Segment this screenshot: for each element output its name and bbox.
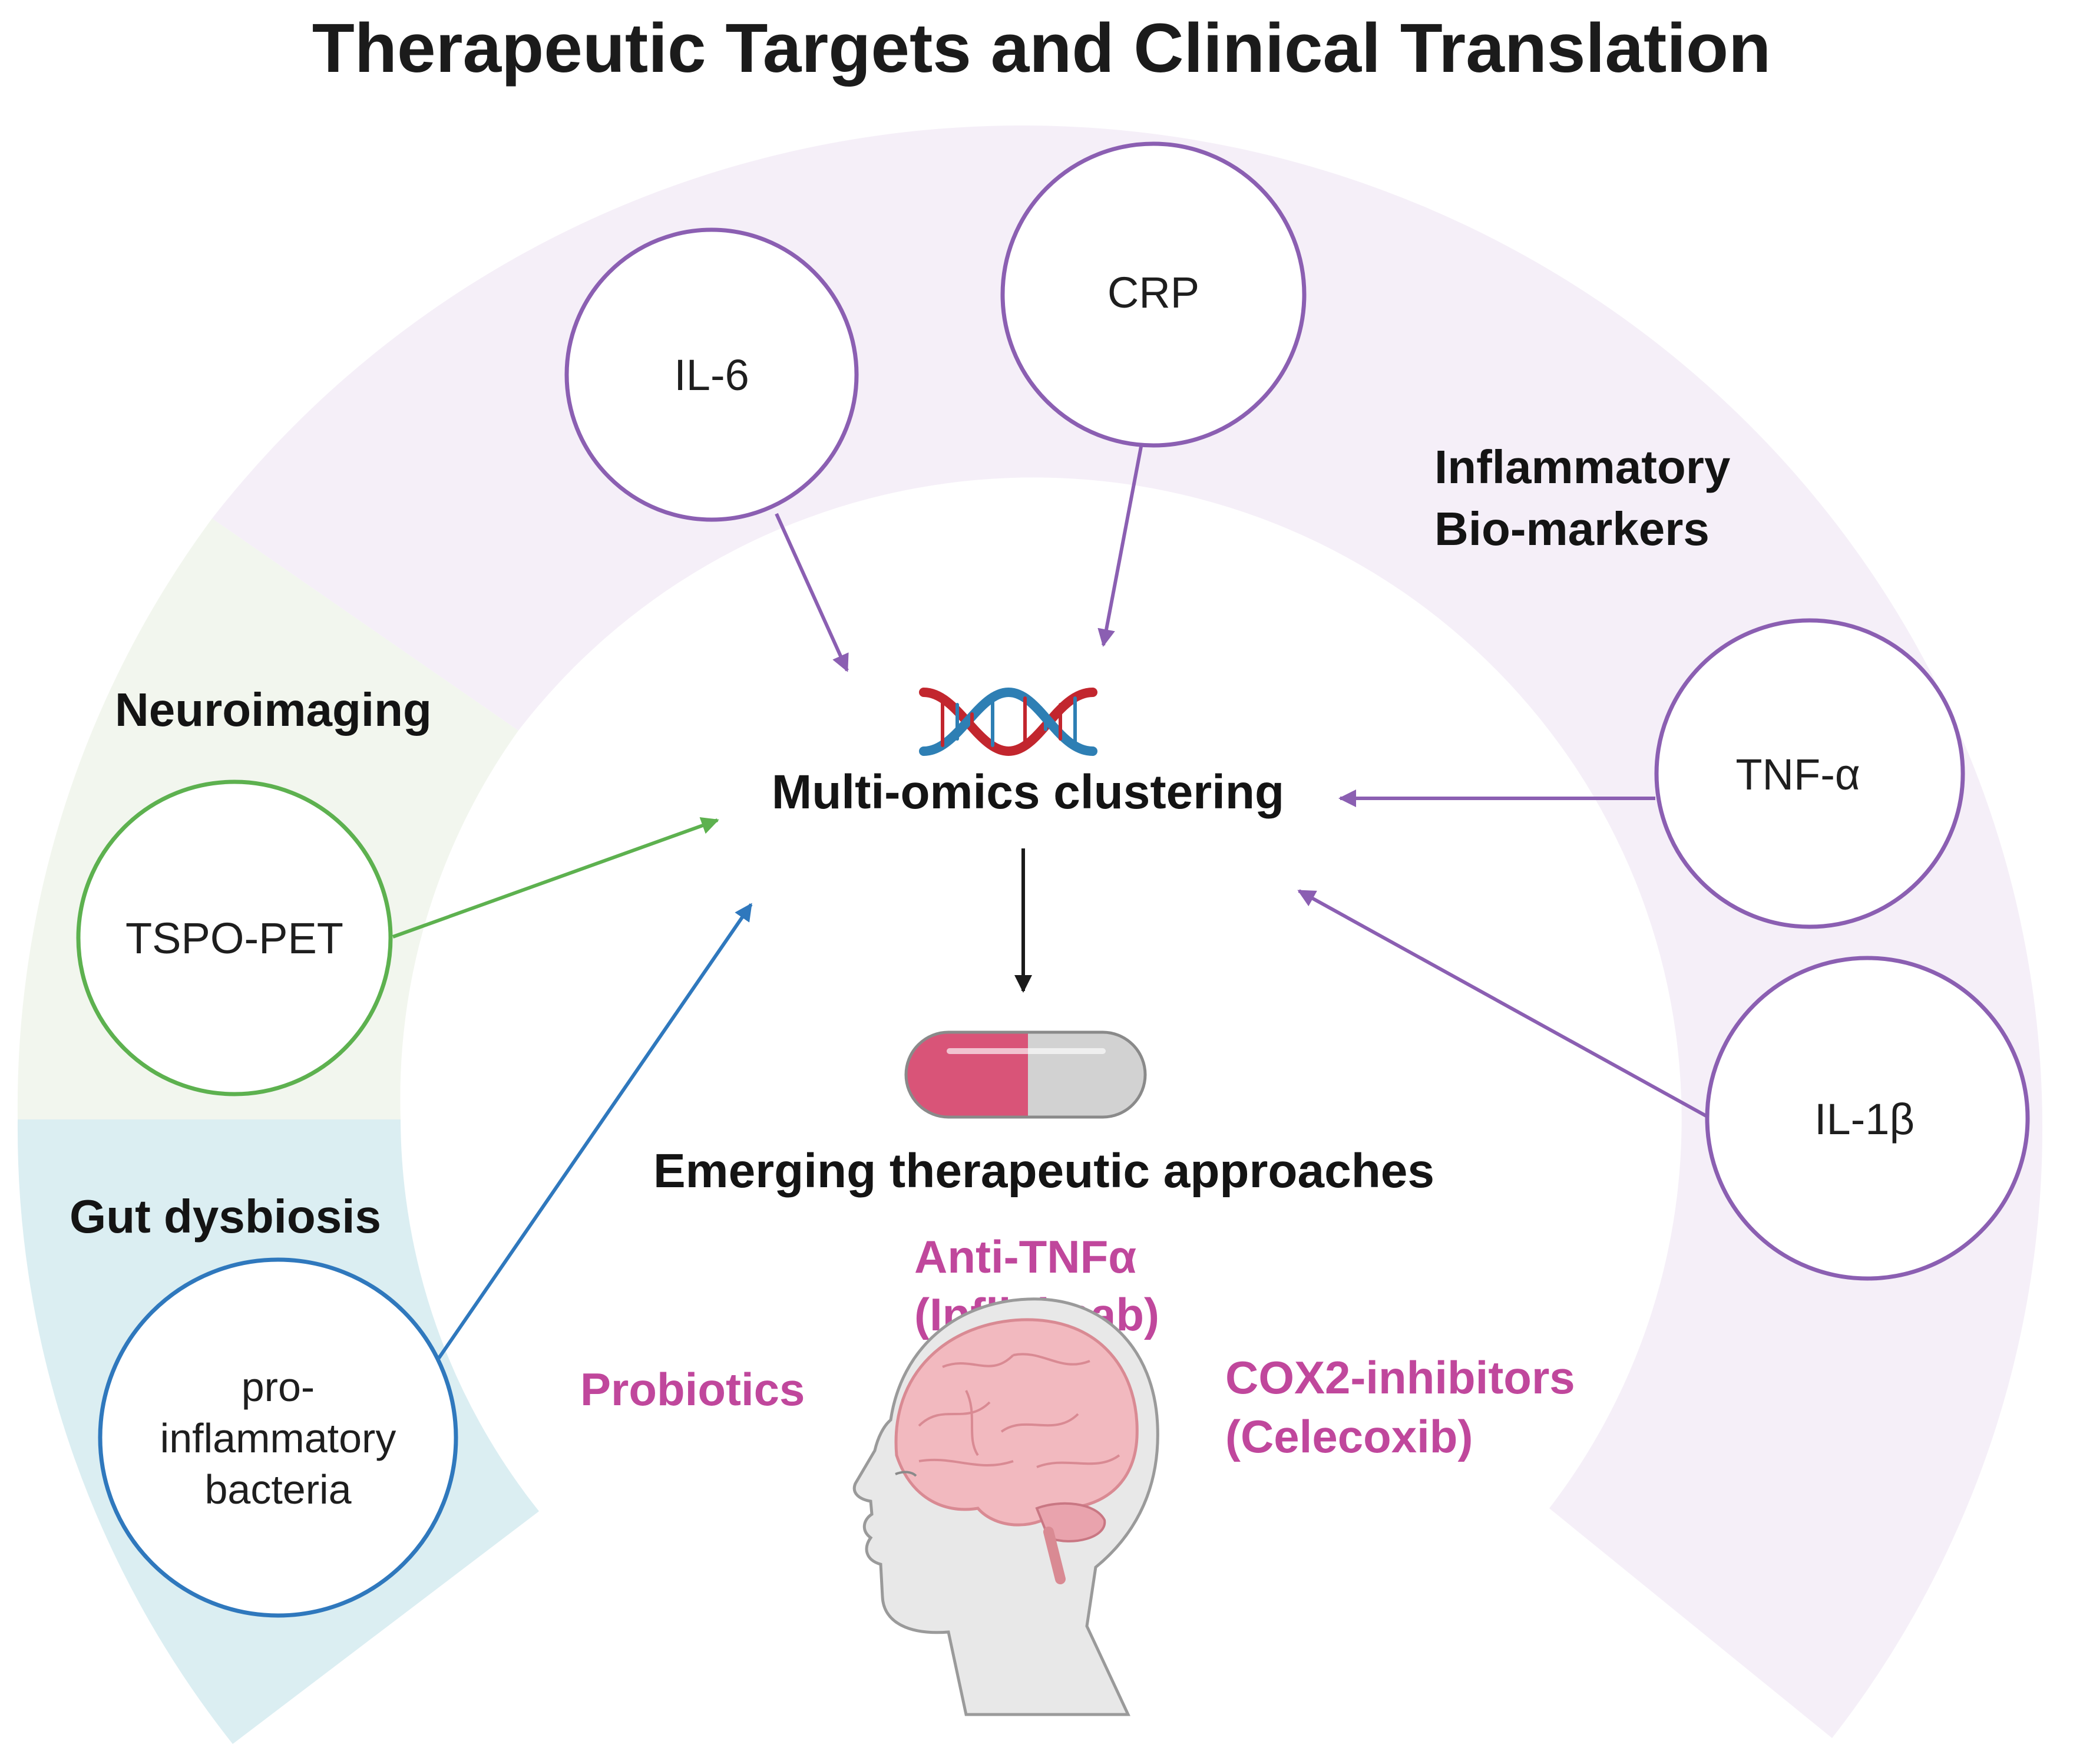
capsule-pill-icon	[904, 1030, 1147, 1119]
page-title: Therapeutic Targets and Clinical Transla…	[312, 9, 1771, 87]
il6-arrow	[775, 513, 849, 672]
emerging-approaches-label: Emerging therapeutic approaches	[653, 1144, 1434, 1198]
inflammatory-ring-sector	[212, 125, 2043, 1738]
probiotics-label: Probiotics	[580, 1363, 805, 1415]
bacteria-arrow	[437, 903, 753, 1359]
multiomics-label: Multi-omics clustering	[772, 765, 1284, 819]
il1b-node: IL-1β	[1705, 956, 2030, 1281]
inflammatory-label-line2: Bio-markers	[1434, 503, 1710, 555]
crp-arrow	[1097, 446, 1143, 647]
bacteria-label-line3: bacteria	[204, 1466, 351, 1512]
il1b-arrow	[1297, 889, 1708, 1118]
tspo-arrow	[392, 817, 719, 939]
bacteria-label-line2: inflammatory	[160, 1415, 396, 1461]
anti-tnf-label-line1: Anti-TNFα	[914, 1231, 1136, 1283]
inflammatory-label-line1: Inflammatory	[1434, 441, 1731, 493]
cox2-label-line2: (Celecoxib)	[1225, 1410, 1473, 1462]
gut-dysbiosis-label: Gut dysbiosis	[70, 1190, 381, 1243]
bacteria-label-line1: pro-	[242, 1364, 315, 1410]
tnf-label: TNF-α	[1735, 750, 1860, 799]
crp-label: CRP	[1107, 268, 1199, 317]
tspo-pet-node: TSPO-PET	[76, 779, 393, 1096]
tspo-pet-label: TSPO-PET	[125, 914, 343, 963]
human-head-brain-icon	[852, 1297, 1159, 1716]
bacteria-node: pro- inflammatory bacteria	[98, 1257, 458, 1618]
il6-label: IL-6	[674, 351, 749, 399]
neuroimaging-label: Neuroimaging	[115, 683, 432, 736]
tnf-node: TNF-α	[1654, 618, 1965, 929]
dna-helix-icon	[919, 687, 1097, 757]
crp-node: CRP	[1000, 141, 1307, 448]
il1b-label: IL-1β	[1814, 1095, 1915, 1144]
il6-node: IL-6	[564, 227, 859, 522]
connector-arrows	[392, 446, 1708, 1359]
cox2-label-line1: COX2-inhibitors	[1225, 1352, 1575, 1403]
